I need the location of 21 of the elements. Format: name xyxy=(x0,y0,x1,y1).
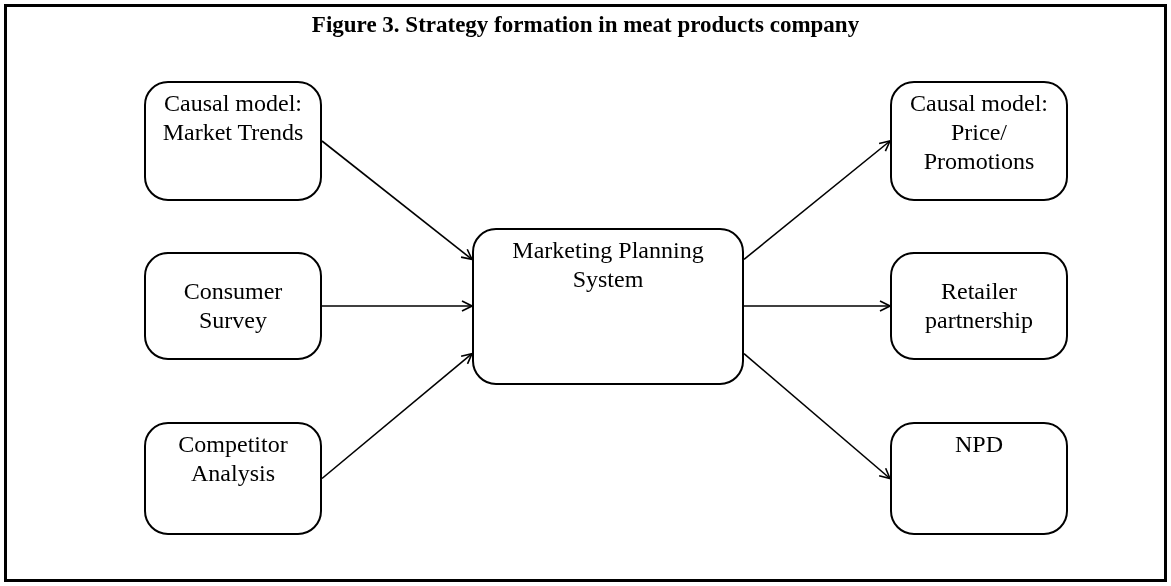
box-label: Retailer partnership xyxy=(924,277,1034,335)
rounded-box xyxy=(890,422,1068,535)
arrow xyxy=(321,300,473,312)
box-label: Consumer Survey xyxy=(182,277,284,335)
arrow xyxy=(321,140,473,261)
arrow xyxy=(743,140,891,261)
arrow xyxy=(743,352,891,480)
arrow xyxy=(743,300,891,312)
rounded-box xyxy=(144,81,322,201)
rounded-box xyxy=(890,81,1068,201)
rounded-box xyxy=(890,252,1068,360)
arrow xyxy=(321,352,473,480)
box-label: NPD xyxy=(955,430,1003,459)
box-label: Marketing Planning System xyxy=(511,236,705,294)
box-label: Causal model: Price/ Promotions xyxy=(909,89,1049,176)
figure-title: Figure 3. Strategy formation in meat products company xyxy=(311,12,860,38)
rounded-box xyxy=(144,252,322,360)
box-label: Competitor Analysis xyxy=(177,430,289,488)
rounded-box xyxy=(144,422,322,535)
box-label: Causal model: Market Trends xyxy=(161,89,305,147)
rounded-box xyxy=(472,228,744,385)
